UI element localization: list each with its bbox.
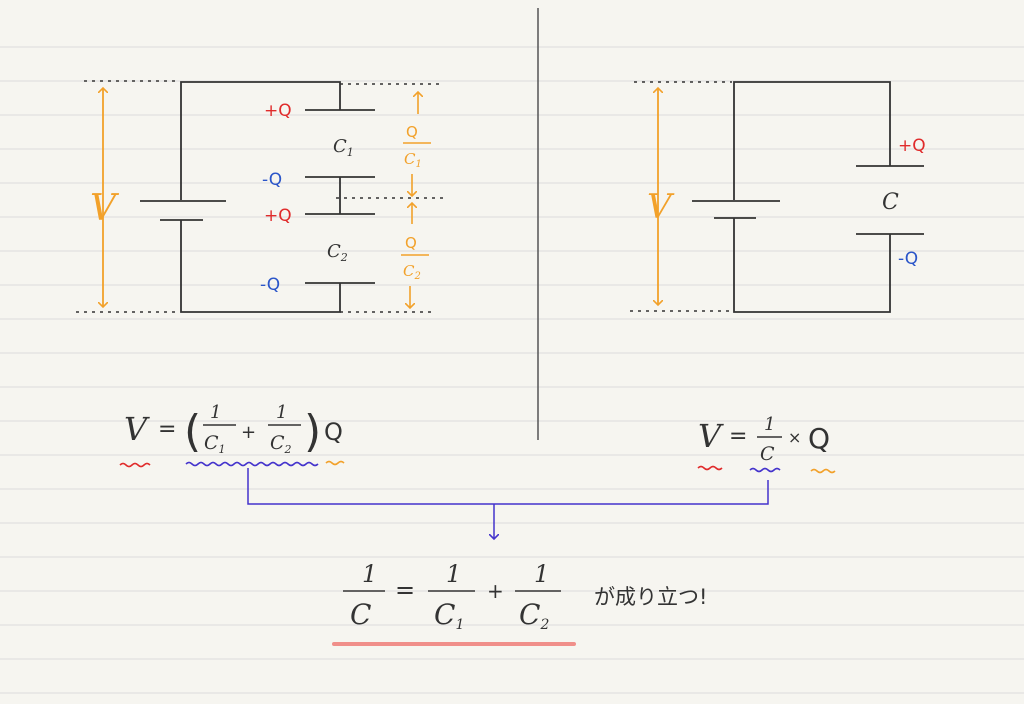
result-note: が成り立つ! [594, 585, 707, 609]
left-circuit: V +Q C1 -Q +Q C2 -Q Q C1 Q C2 [76, 80, 446, 313]
left-eq-plus: + [241, 422, 256, 443]
result-one-left: 1 [362, 560, 377, 588]
right-equation: V = 1 C × Q [697, 414, 836, 474]
c1-top-charge: +Q [264, 101, 292, 121]
right-circuit: V +Q C -Q [630, 81, 926, 313]
right-eq-one: 1 [764, 414, 775, 435]
left-eq-sum-underline [185, 461, 319, 467]
result-one-a: 1 [446, 560, 461, 588]
result-c2: C2 [519, 598, 549, 633]
left-eq-q: Q [324, 418, 343, 446]
c2-top-charge: +Q [264, 206, 292, 226]
v1-denominator: C1 [404, 150, 422, 170]
left-circuit-wires [140, 81, 375, 313]
c1-bottom-charge: -Q [262, 170, 282, 190]
right-cap-bottom-charge: -Q [898, 249, 918, 269]
c2-bottom-charge: -Q [260, 275, 280, 295]
right-eq-q: Q [808, 422, 830, 455]
left-dashed-guides [76, 80, 446, 313]
left-voltage-label: V [90, 188, 120, 229]
left-eq-v-underline [119, 462, 151, 468]
result-c-left: C [350, 598, 371, 631]
left-eq-one-a: 1 [210, 402, 221, 423]
result-equals: = [395, 576, 415, 604]
right-voltage-label: V [647, 187, 675, 227]
left-equation: V = ( 1 C1 + 1 C2 ) Q [119, 402, 345, 468]
right-circuit-wires [692, 81, 924, 313]
left-eq-c1: C1 [204, 432, 226, 456]
left-eq-q-underline [325, 460, 345, 466]
left-eq-equals: = [158, 417, 176, 442]
right-eq-c: C [760, 443, 775, 465]
result-one-b: 1 [534, 560, 549, 588]
result-plus: + [487, 579, 504, 603]
left-eq-v: V [124, 410, 150, 448]
left-eq-c2: C2 [270, 432, 292, 456]
v2-numerator: Q [405, 234, 417, 252]
right-eq-v: V [698, 417, 724, 455]
v2-denominator: C2 [403, 262, 421, 282]
v1-numerator: Q [406, 123, 418, 141]
right-eq-c-underline [749, 467, 781, 473]
result-equation: 1 C = 1 C1 + 1 C2 が成り立つ! [332, 560, 707, 646]
c1-label: C1 [333, 136, 354, 159]
right-dashed-guides [630, 81, 732, 312]
right-eq-times: × [788, 428, 801, 447]
c2-label: C2 [327, 241, 348, 264]
left-eq-one-b: 1 [276, 402, 287, 423]
derivation-connector [247, 468, 769, 505]
right-eq-q-underline [810, 468, 836, 474]
right-cap-label: C [882, 190, 899, 215]
left-eq-lparen: ( [184, 406, 201, 457]
result-c1: C1 [434, 598, 464, 633]
ruled-lines [0, 46, 1024, 694]
left-eq-rparen: ) [304, 406, 321, 457]
right-eq-v-underline [697, 465, 723, 471]
right-cap-top-charge: +Q [898, 136, 926, 156]
right-eq-equals: = [729, 424, 747, 449]
